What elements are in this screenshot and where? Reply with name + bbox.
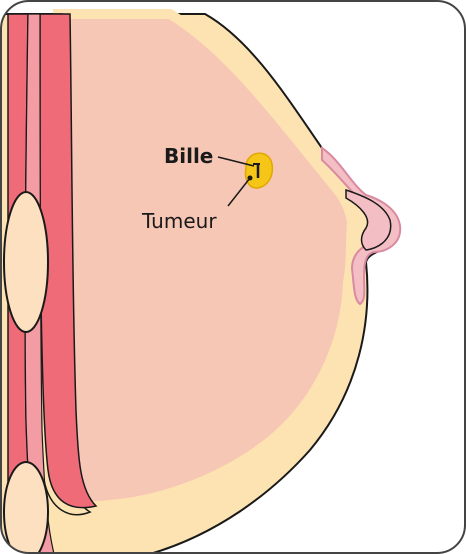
tumor-label: Tumeur [141,209,217,233]
tumor-leader-dot [248,176,253,181]
bead-label: Bille [164,144,213,168]
rib-upper [4,192,48,332]
rib-lower [4,462,48,554]
